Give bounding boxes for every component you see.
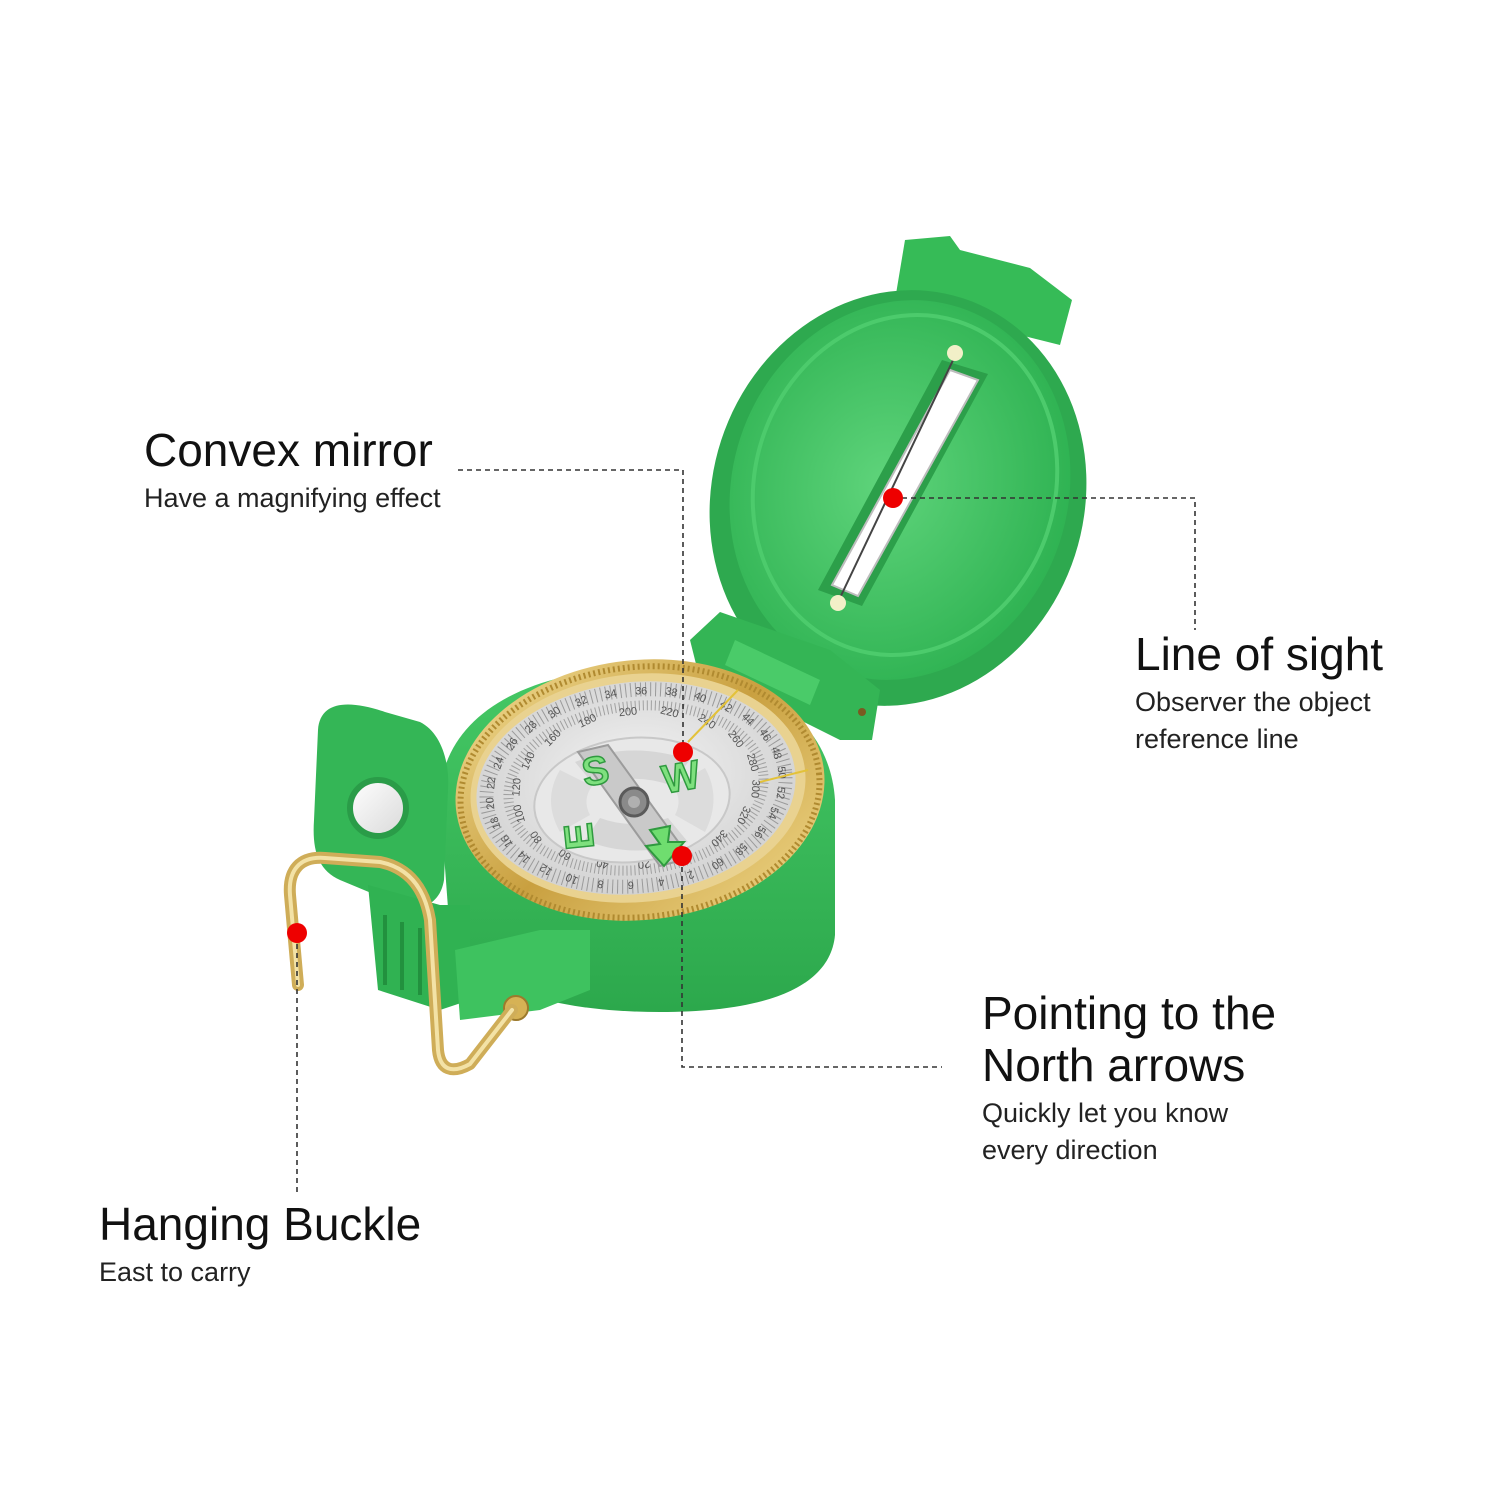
callout-subtitle: Quickly let you know every direction — [982, 1098, 1229, 1165]
dial-number: 54 — [765, 805, 780, 820]
bezel-knurl — [457, 663, 823, 921]
leader-north-arrows — [681, 858, 942, 1068]
lid-top-tab — [895, 236, 1072, 345]
callout-title: Hanging Buckle — [99, 1198, 422, 1250]
index-line-top — [687, 689, 739, 743]
dial-number: 42 — [717, 698, 734, 715]
dial-number: 40 — [692, 690, 708, 706]
dial-number: 8 — [596, 877, 604, 890]
dial-number: 280 — [744, 752, 761, 773]
dial-number: 100 — [511, 803, 528, 824]
dial-number: 30 — [546, 704, 563, 721]
dial-number: 10 — [564, 870, 580, 886]
callout-title: Pointing to the North arrows — [982, 987, 1277, 1091]
leader-line-of-sight — [893, 497, 1196, 630]
sight-wire — [837, 355, 956, 603]
dial-number: 2 — [685, 867, 695, 880]
dial-number: 80 — [528, 828, 545, 845]
callout-line-of-sight: Line of sight Observer the object refere… — [1135, 628, 1383, 758]
dial-number: 200 — [618, 705, 638, 719]
dial-number: 22 — [485, 776, 498, 789]
dial-number: 36 — [635, 685, 647, 697]
sight-bead-top — [947, 345, 963, 361]
sight-bead-bottom — [830, 595, 846, 611]
callout-subtitle: Observer the object reference line — [1135, 687, 1371, 754]
sight-slot — [818, 345, 988, 611]
dial-number: 38 — [664, 685, 678, 699]
dial-letter-e: E — [556, 821, 603, 852]
dial-number: 20 — [484, 797, 497, 810]
dial-number: 12 — [538, 861, 555, 878]
marker-north-arrows — [672, 846, 692, 866]
dial-number: 48 — [768, 745, 783, 760]
dial-number: 4 — [657, 875, 665, 888]
dial-number: 120 — [510, 778, 523, 797]
card-segment-right — [673, 768, 714, 832]
dial-number: 24 — [492, 755, 507, 770]
hinge-highlight — [725, 640, 820, 705]
marker-hanging-buckle — [287, 923, 307, 943]
dial-number: 60 — [709, 855, 726, 872]
index-line-right — [759, 769, 809, 783]
card-segment-left — [551, 770, 592, 832]
dial-number: 220 — [659, 705, 680, 721]
callout-subtitle: Have a magnifying effect — [144, 483, 441, 513]
dial-number: 32 — [574, 694, 590, 710]
hinge-pin — [858, 708, 866, 716]
marker-convex-mirror — [673, 742, 693, 762]
dial-number: 26 — [504, 736, 521, 753]
dial-number: 56 — [751, 824, 768, 841]
eyepiece-lens — [347, 777, 409, 839]
dial-number: 6 — [628, 879, 634, 891]
dial-ticks-outer — [479, 682, 793, 894]
dial-number: 300 — [748, 779, 761, 798]
dial-number: 18 — [488, 815, 503, 830]
callout-title: Convex mirror — [144, 424, 433, 476]
callout-subtitle: East to carry — [99, 1257, 251, 1287]
callout-markers — [287, 488, 903, 943]
dial-number: 34 — [604, 687, 618, 701]
dial-number: 46 — [756, 727, 773, 744]
callout-title: Line of sight — [1135, 628, 1384, 680]
leader-lines — [296, 469, 1196, 1192]
leader-convex-mirror — [458, 469, 684, 752]
callout-convex-mirror: Convex mirror Have a magnifying effect — [144, 424, 441, 517]
arm-hinge — [455, 930, 590, 1020]
buckle-highlight — [287, 855, 514, 1072]
pivot-cap — [628, 796, 640, 808]
sighting-arm — [283, 704, 590, 1076]
dial-ticks-inner — [503, 700, 769, 876]
callout-hanging-buckle: Hanging Buckle East to carry — [99, 1198, 421, 1291]
dial-number: 16 — [499, 833, 516, 850]
callout-north-arrows: Pointing to the North arrows Quickly let… — [982, 987, 1276, 1169]
dial-number: 52 — [774, 786, 787, 799]
marker-line-of-sight — [883, 488, 903, 508]
lid-inner-rim — [750, 312, 1060, 658]
